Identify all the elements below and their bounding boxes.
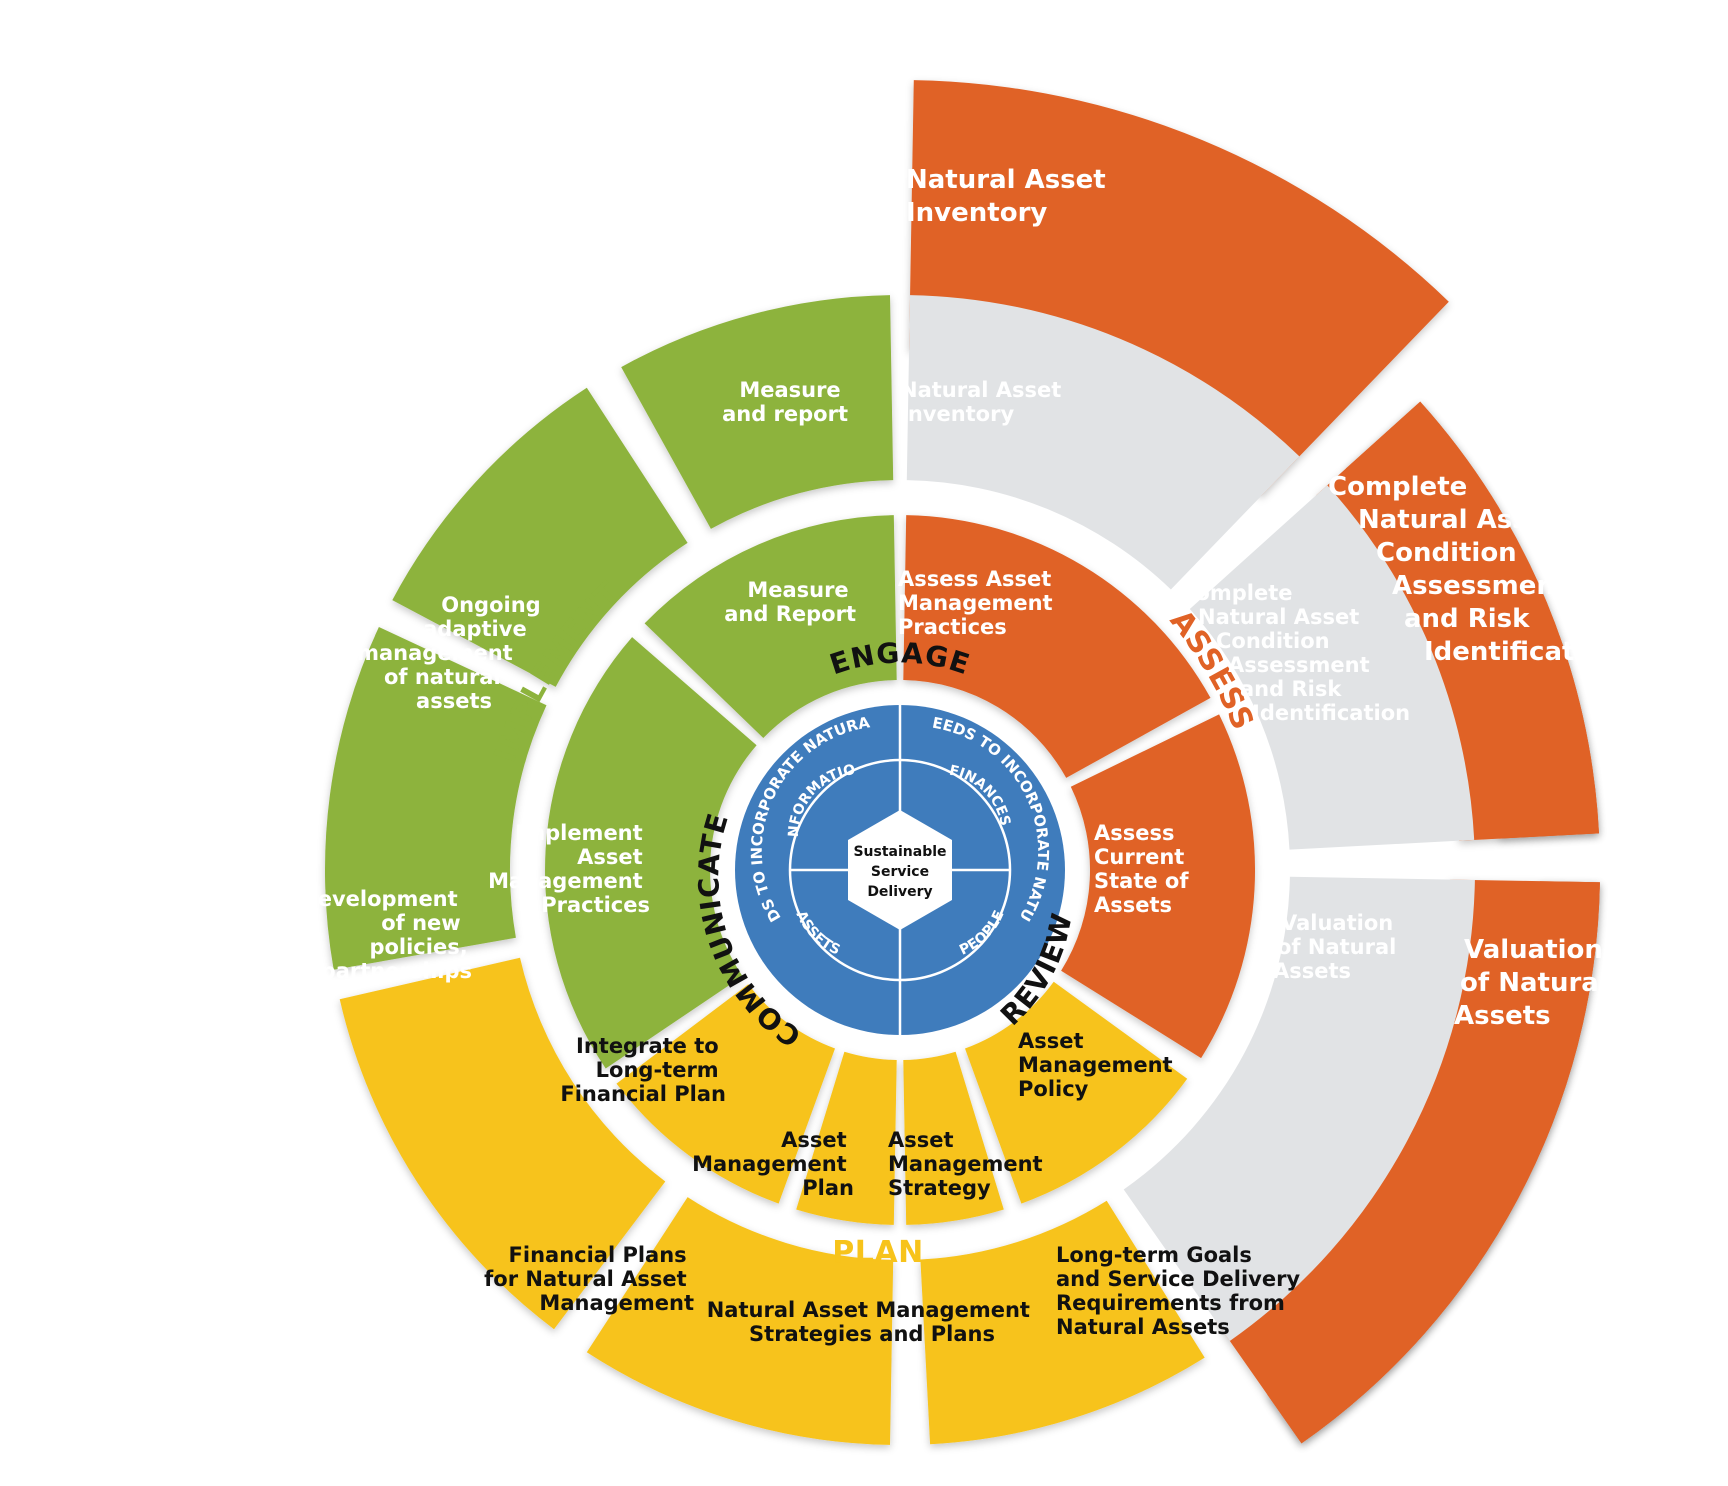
outer-measure-report-label: Measure and report [722, 378, 848, 426]
inner-am-strategy-segment [903, 1051, 1004, 1225]
outer-ongoing-segment [392, 387, 688, 687]
outer-valuation-label: Valuation of Natural Assets [1273, 911, 1404, 983]
outer-inventory-label: Natural Asset Inventory [900, 378, 1069, 426]
outer-goals-label: Long-term Goals and Service Delivery Req… [1056, 1243, 1307, 1339]
outer-policies-segment [324, 627, 547, 970]
inner-measure-segment [644, 515, 897, 738]
outer-policies-label: Development of new policies, partnership… [300, 887, 475, 983]
spiral-inventory-label: Natural Asset Inventory [906, 165, 1115, 228]
inner-integrate-plan-label: Integrate to Long-term Financial Plan [560, 1034, 726, 1106]
spiral-labels: Natural Asset Inventory Complete Natural… [906, 165, 1620, 1031]
inner-assess-state-label: Assess Current State of Assets [1094, 821, 1196, 917]
outer-financial-label: Financial Plans for Natural Asset Manage… [484, 1243, 694, 1315]
inner-am-policy-segment [965, 981, 1188, 1204]
inner-implement-segment [545, 637, 757, 1069]
center-line-3: Delivery [867, 884, 932, 900]
spiral-valuation-label: Valuation of Natural Assets [1454, 935, 1617, 1031]
outer-financial-segment [339, 957, 666, 1330]
outer-strategies-segment [586, 1197, 894, 1445]
spiral-valuation-segment-main [1215, 879, 1600, 1444]
inner-am-policy-label: Asset Management Policy [1018, 1029, 1180, 1101]
inner-assess-practices-segment [903, 515, 1211, 778]
inner-am-plan-label: Asset Management Plan [692, 1128, 854, 1200]
outer-valuation-segment [1123, 876, 1475, 1341]
inner-implement-practices-label: Implement Asset Management Practices [488, 821, 650, 917]
inner-assess-state-segment [1061, 714, 1256, 1059]
inner-ring-labels: Measure and Report Assess Asset Manageme… [488, 567, 1196, 1200]
outer-ongoing-label: Ongoing adaptive management of natural a… [357, 593, 548, 713]
inner-measure-report-label: Measure and Report [724, 578, 856, 626]
inner-am-plan-segment [796, 1051, 897, 1225]
spiral-inventory-segment [909, 80, 1449, 496]
spiral-condition-segment-main [1316, 401, 1599, 841]
outer-inventory-segment [906, 295, 1300, 590]
inner-am-strategy-label: Asset Management Strategy [888, 1128, 1050, 1200]
inner-assess-practices-label: Assess Asset Management Practices [898, 567, 1060, 639]
spiral-condition-label: Complete Natural Asset Condition Assessm… [1328, 472, 1620, 667]
inner-integrate-segment [616, 984, 835, 1204]
outer-condition-label: Complete Natural Asset Condition Assessm… [1180, 581, 1410, 725]
center-line-2: Service [871, 864, 929, 880]
outer-condition-segment [1189, 485, 1475, 850]
diagram-segments [324, 80, 1600, 1445]
outer-goals-segment [920, 1200, 1205, 1445]
plan-phase-label: PLAN [832, 1235, 923, 1270]
center-hexagon [848, 810, 952, 930]
outer-measure-segment [621, 295, 894, 529]
outer-ring-labels: Measure and report Natural Asset Invento… [300, 378, 1410, 1346]
engage-label: ENGAGE [826, 636, 975, 681]
center-line-1: Sustainable [853, 844, 946, 860]
outer-strategies-label: Natural Asset Management Strategies and … [707, 1298, 1038, 1346]
